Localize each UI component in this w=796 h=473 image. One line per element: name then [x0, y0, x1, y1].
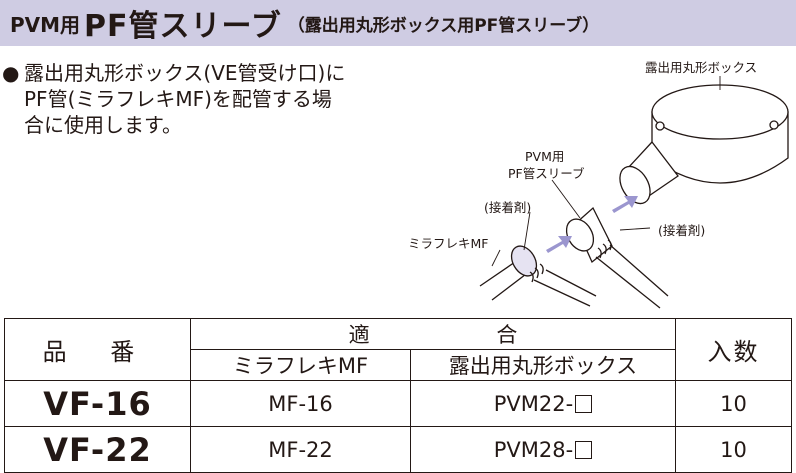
leader-adhesive-left [523, 211, 531, 251]
mf-cell: MF-16 [190, 380, 411, 427]
leader-sleeve [551, 179, 581, 219]
product-illustration: 露出用丸形ボックス PVM用 PF管スリーブ (接着剤) (接着剤) ミラフレキ… [400, 50, 796, 310]
leader-mf [491, 249, 501, 267]
ve-socket-opening [619, 165, 651, 205]
illustration-drawing [479, 76, 789, 309]
label-adhesive-right: (接着剤) [658, 223, 706, 238]
description: ●露出用丸形ボックス(VE管受け口)に PF管(ミラフレキMF)を配管する場 合… [2, 60, 402, 138]
spec-table: 品 番 適 合 入数 ミラフレキMF 露出用丸形ボックス VF-16 MF-16… [4, 318, 792, 473]
leader-adhesive-right [619, 227, 651, 231]
bullet-icon: ● [2, 61, 20, 85]
mf-cell: MF-22 [190, 426, 411, 473]
description-line-2: PF管(ミラフレキMF)を配管する場 [24, 87, 332, 111]
header-quantity: 入数 [675, 318, 792, 381]
assembly-arrows [546, 196, 638, 253]
box-model-text: PVM28- [493, 437, 574, 462]
box-cell: PVM28- [410, 426, 676, 473]
page-title: PF管スリーブ [84, 9, 282, 44]
title-prefix: PVM用 [10, 12, 81, 37]
title-subtitle: （露出用丸形ボックス用PF管スリーブ） [287, 15, 600, 36]
label-sleeve-line2: PF管スリーブ [508, 166, 585, 181]
table-row: VF-22 MF-22 PVM28- 10 [4, 426, 792, 473]
blank-square-icon [575, 394, 593, 413]
header-round-box: 露出用丸形ボックス [410, 349, 676, 381]
table-row: VF-16 MF-16 PVM22- 10 [4, 380, 792, 427]
description-line-3: 合に使用します。 [24, 113, 182, 137]
title-bar: PVM用 PF管スリーブ （露出用丸形ボックス用PF管スリーブ） [0, 0, 796, 46]
header-compatible: 適 合 [190, 318, 676, 350]
round-box-top [651, 84, 789, 140]
box-screw-left [655, 121, 665, 131]
mf-conduit-ribs [529, 263, 544, 283]
box-cell: PVM22- [410, 380, 676, 427]
arrow-to-box [612, 196, 638, 213]
description-line-1: ●露出用丸形ボックス(VE管受け口)に [2, 61, 346, 85]
header-product-code: 品 番 [4, 318, 191, 381]
product-code-cell: VF-16 [4, 380, 191, 427]
qty-cell: 10 [675, 426, 792, 473]
label-round-box: 露出用丸形ボックス [645, 60, 758, 75]
label-mirafureki-mf: ミラフレキMF [408, 236, 489, 251]
blank-square-icon [575, 440, 593, 459]
arrow-to-sleeve [546, 236, 572, 253]
mf-conduit-tail [533, 269, 597, 307]
sleeve-conduit-ribs [597, 239, 612, 259]
header-mirafureki-mf: ミラフレキMF [190, 349, 411, 381]
product-code-cell: VF-22 [4, 426, 191, 473]
box-model-text: PVM22- [493, 391, 574, 416]
qty-cell: 10 [675, 380, 792, 427]
pf-sleeve-end [565, 218, 595, 252]
label-adhesive-left: (接着剤) [484, 200, 532, 215]
label-sleeve-line1: PVM用 [525, 149, 565, 164]
sleeve-conduit [595, 244, 669, 309]
box-screw-right [769, 120, 779, 130]
